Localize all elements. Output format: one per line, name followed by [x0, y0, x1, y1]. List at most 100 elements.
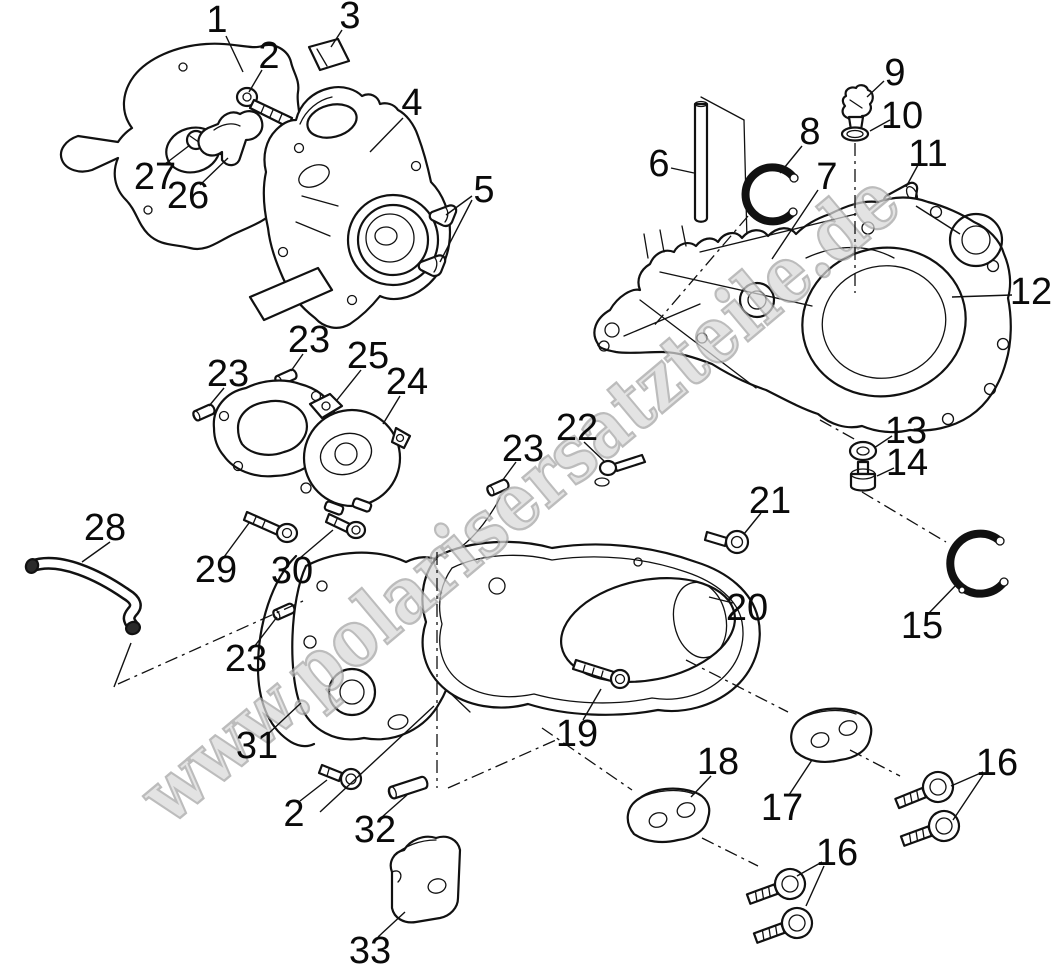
part-24-pump-cover — [300, 392, 412, 516]
leader-line-16 — [796, 861, 823, 877]
leader-line-28 — [81, 541, 111, 563]
callout-number-14: 14 — [886, 442, 928, 484]
leader-line-5 — [445, 195, 473, 216]
callout-number-24: 24 — [386, 361, 428, 403]
callout-number-26: 26 — [167, 175, 209, 217]
callout-number-22: 22 — [556, 407, 598, 449]
pointer-line — [319, 705, 435, 813]
part-15-circlip — [946, 529, 1009, 598]
leader-line-32 — [381, 794, 408, 818]
part-26-fork-bracket — [197, 110, 264, 167]
leader-line-20 — [708, 596, 734, 604]
callout-number-30: 30 — [271, 550, 313, 592]
leader-line-30 — [299, 529, 334, 559]
callout-number-23: 23 — [288, 319, 330, 361]
leader-line-10 — [869, 119, 891, 132]
leader-line-22 — [583, 441, 605, 462]
part-13-washer — [848, 440, 878, 462]
leader-line-25 — [336, 369, 362, 401]
leader-line-31 — [267, 702, 302, 735]
parts-artwork — [24, 37, 1012, 944]
callout-number-1: 1 — [206, 0, 227, 41]
leader-line-8 — [779, 145, 803, 174]
callout-number-7: 7 — [816, 156, 837, 198]
callout-number-31: 31 — [236, 725, 278, 767]
leader-lines — [81, 29, 1013, 938]
leader-line-17 — [788, 759, 813, 796]
leader-line-7 — [771, 189, 819, 260]
axis-line — [701, 837, 759, 867]
leader-line-2 — [299, 779, 328, 802]
callout-number-16: 16 — [816, 832, 858, 874]
part-19-bolt — [571, 658, 631, 690]
callout-number-2: 2 — [258, 35, 279, 77]
part-29-bolt — [242, 510, 299, 544]
part-20-belt-cover — [421, 540, 761, 716]
axis-line — [117, 600, 304, 685]
pointer-line — [113, 642, 132, 688]
callout-number-18: 18 — [697, 741, 739, 783]
callout-number-20: 20 — [726, 587, 768, 629]
part-2-bolt-lower — [317, 763, 363, 791]
callout-number-27: 27 — [134, 156, 176, 198]
part-32-pin — [387, 775, 429, 800]
axis-line — [849, 749, 901, 777]
callout-number-11: 11 — [908, 133, 947, 175]
callout-number-21: 21 — [749, 480, 791, 522]
callout-number-29: 29 — [195, 549, 237, 591]
callout-number-25: 25 — [347, 335, 389, 377]
leader-line-6 — [670, 167, 695, 174]
axis-line — [651, 215, 749, 329]
assembly-axis-lines — [117, 143, 947, 867]
axis-line — [685, 659, 789, 713]
callout-number-15: 15 — [901, 605, 943, 647]
part-22-screw — [594, 453, 647, 487]
leader-line-16 — [805, 865, 825, 907]
leader-line-1 — [225, 35, 244, 73]
leader-line-15 — [928, 583, 958, 614]
leader-line-11 — [905, 164, 919, 188]
leader-line-21 — [743, 512, 762, 535]
leader-line-19 — [582, 688, 602, 721]
callout-number-28: 28 — [84, 507, 126, 549]
part-16-socket-bolts — [745, 770, 961, 944]
leader-line-26 — [199, 157, 229, 186]
leader-line-27 — [164, 144, 191, 165]
leader-line-18 — [690, 775, 712, 798]
leader-line-23 — [501, 461, 517, 482]
part-5-plugs — [417, 204, 458, 278]
callout-number-6: 6 — [648, 143, 669, 185]
leader-line-33 — [377, 911, 406, 938]
leader-line-29 — [223, 522, 250, 558]
part-10-o-ring — [840, 126, 870, 142]
callout-number-33: 33 — [349, 930, 391, 971]
leader-line-23 — [208, 387, 225, 407]
callout-number-10: 10 — [881, 95, 923, 137]
axis-line — [447, 739, 557, 789]
part-21-bolt — [703, 529, 750, 555]
leader-line-14 — [876, 467, 895, 477]
callout-number-5: 5 — [473, 169, 494, 211]
part-30-bolt — [324, 512, 367, 540]
axis-line — [819, 419, 857, 441]
callout-number-23: 23 — [225, 638, 267, 680]
leader-line-12 — [951, 294, 1013, 298]
leader-line-9 — [866, 80, 885, 98]
leader-line-5 — [439, 199, 473, 263]
callout-number-3: 3 — [339, 0, 360, 37]
callout-number-23: 23 — [502, 428, 544, 470]
part-28-pipe — [24, 556, 142, 636]
part-17-bracket — [790, 707, 873, 763]
callout-number-9: 9 — [884, 52, 905, 94]
leader-line-4 — [369, 117, 404, 153]
callout-number-16: 16 — [976, 742, 1018, 784]
part-3-block — [307, 37, 351, 72]
leader-line-23 — [290, 353, 304, 372]
part-14-drain-bolt — [849, 460, 877, 492]
part-8-retainer-clip — [741, 163, 799, 226]
callout-number-12: 12 — [1010, 271, 1052, 313]
leader-line-13 — [873, 435, 893, 449]
part-12-crankcase-right — [593, 196, 1012, 434]
